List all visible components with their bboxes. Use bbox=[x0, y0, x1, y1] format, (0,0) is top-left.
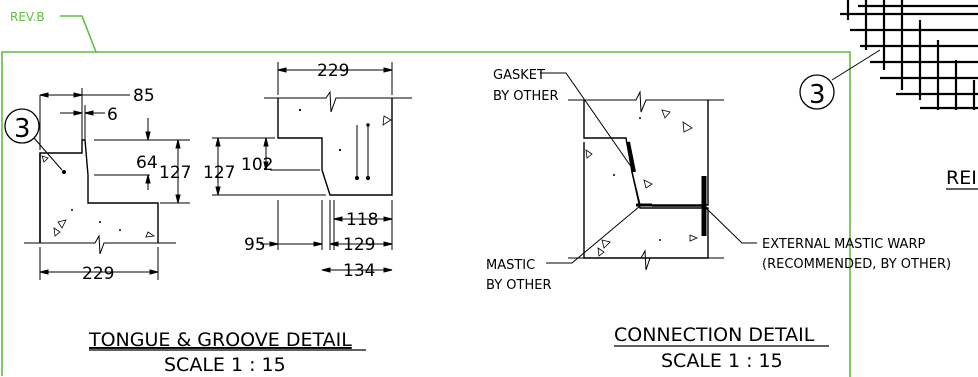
dim-127-right: 127 bbox=[203, 163, 235, 183]
conn-gasket bbox=[626, 141, 707, 236]
revision-label: REV.B bbox=[10, 10, 45, 24]
gasket-label-1: GASKET bbox=[493, 68, 545, 83]
tg-detail-scale: SCALE 1 : 15 bbox=[164, 354, 286, 376]
dim-95: 95 bbox=[244, 235, 266, 255]
tg-callout-number: 3 bbox=[14, 114, 31, 144]
dim-6: 6 bbox=[107, 105, 118, 125]
dim-102: 102 bbox=[241, 155, 273, 175]
dim-229-bottom: 229 bbox=[82, 264, 114, 284]
tg-detail-title: TONGUE & GROOVE DETAIL bbox=[88, 329, 352, 351]
tg-left-dimensions bbox=[39, 88, 190, 280]
mastic-label-2: BY OTHER bbox=[486, 278, 551, 293]
dim-118: 118 bbox=[346, 210, 378, 230]
conn-detail-scale: SCALE 1 : 15 bbox=[661, 350, 783, 372]
tg-right-rebar bbox=[298, 108, 392, 181]
mastic-label-1: MASTIC bbox=[486, 258, 535, 273]
tg-callout-bubble bbox=[4, 108, 63, 171]
rebar-grid bbox=[840, 0, 978, 110]
rebar-partial-label: REI bbox=[946, 167, 977, 189]
external-mastic-label-1: EXTERNAL MASTIC WARP bbox=[762, 237, 925, 252]
dim-129: 129 bbox=[343, 235, 375, 255]
revision-cloud bbox=[1, 15, 851, 377]
gasket-label-2: BY OTHER bbox=[493, 89, 558, 104]
tg-left-aggregate bbox=[41, 155, 156, 238]
dim-229-top: 229 bbox=[317, 61, 349, 81]
conn-aggregate bbox=[585, 109, 699, 257]
rebar-callout-bubble bbox=[799, 49, 881, 110]
dim-134: 134 bbox=[343, 261, 375, 281]
conn-leaders bbox=[540, 72, 757, 264]
tg-right-dimensions bbox=[212, 62, 393, 250]
dim-85: 85 bbox=[133, 86, 155, 106]
dim-127-left: 127 bbox=[159, 163, 191, 183]
dim-64: 64 bbox=[136, 153, 158, 173]
rebar-callout-number: 3 bbox=[809, 80, 826, 110]
external-mastic-label-2: (RECOMMENDED, BY OTHER) bbox=[762, 257, 951, 272]
conn-detail-title: CONNECTION DETAIL bbox=[614, 324, 815, 346]
tg-right-piece bbox=[264, 90, 412, 196]
dim-134-line bbox=[321, 267, 393, 273]
